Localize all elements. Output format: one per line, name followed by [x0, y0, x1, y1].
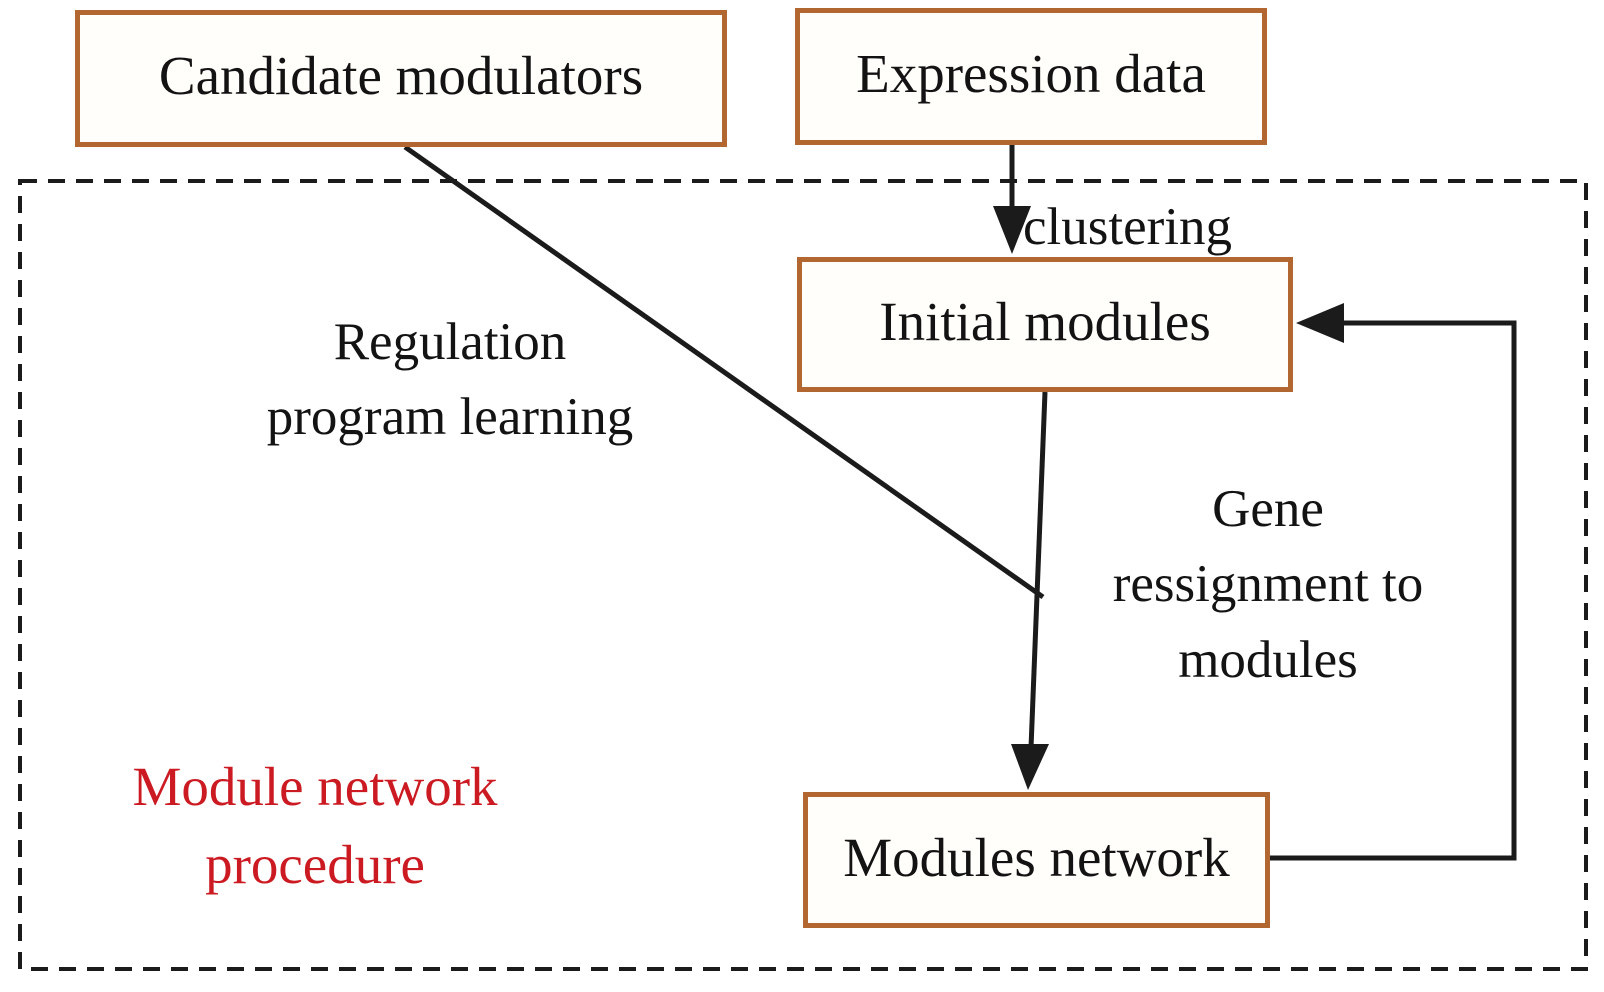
- procedure-label-line2: procedure: [205, 834, 425, 896]
- candidate-modulators-label: Candidate modulators: [158, 45, 644, 106]
- regulation-label-line2: program learning: [266, 388, 634, 447]
- regulation-program-learning-connector: [403, 144, 1045, 600]
- node-modules-network: Modules network: [803, 792, 1270, 928]
- feedback-arrow: [1268, 303, 1517, 861]
- gene-reassignment-arrow: [1011, 391, 1049, 790]
- gene-reassignment-label: Gene ressignment to modules: [1078, 472, 1458, 698]
- initial-modules-label: Initial modules: [879, 291, 1211, 352]
- gene-reassignment-label-line3: modules: [1178, 630, 1358, 689]
- regulation-program-learning-label: Regulation program learning: [240, 305, 660, 456]
- gene-reassignment-label-line1: Gene: [1212, 480, 1324, 538]
- regulation-label-line1: Regulation: [333, 313, 567, 371]
- clustering-arrow: [993, 145, 1031, 254]
- gene-reassignment-label-line2: ressignment to: [1112, 555, 1424, 614]
- module-network-procedure-label: Module network procedure: [95, 748, 535, 904]
- procedure-boundary-dashed-box: [18, 179, 1588, 971]
- expression-data-label: Expression data: [856, 43, 1206, 104]
- node-expression-data: Expression data: [795, 8, 1267, 145]
- clustering-arrowhead-icon: [993, 206, 1031, 254]
- feedback-arrowhead-icon: [1296, 303, 1344, 343]
- node-initial-modules: Initial modules: [797, 257, 1293, 392]
- clustering-label: clustering: [1023, 198, 1232, 256]
- procedure-label-line1: Module network: [132, 756, 498, 817]
- modules-network-label: Modules network: [843, 826, 1230, 888]
- node-candidate-modulators: Candidate modulators: [75, 10, 727, 147]
- gene-reassignment-arrowhead-icon: [1011, 744, 1049, 790]
